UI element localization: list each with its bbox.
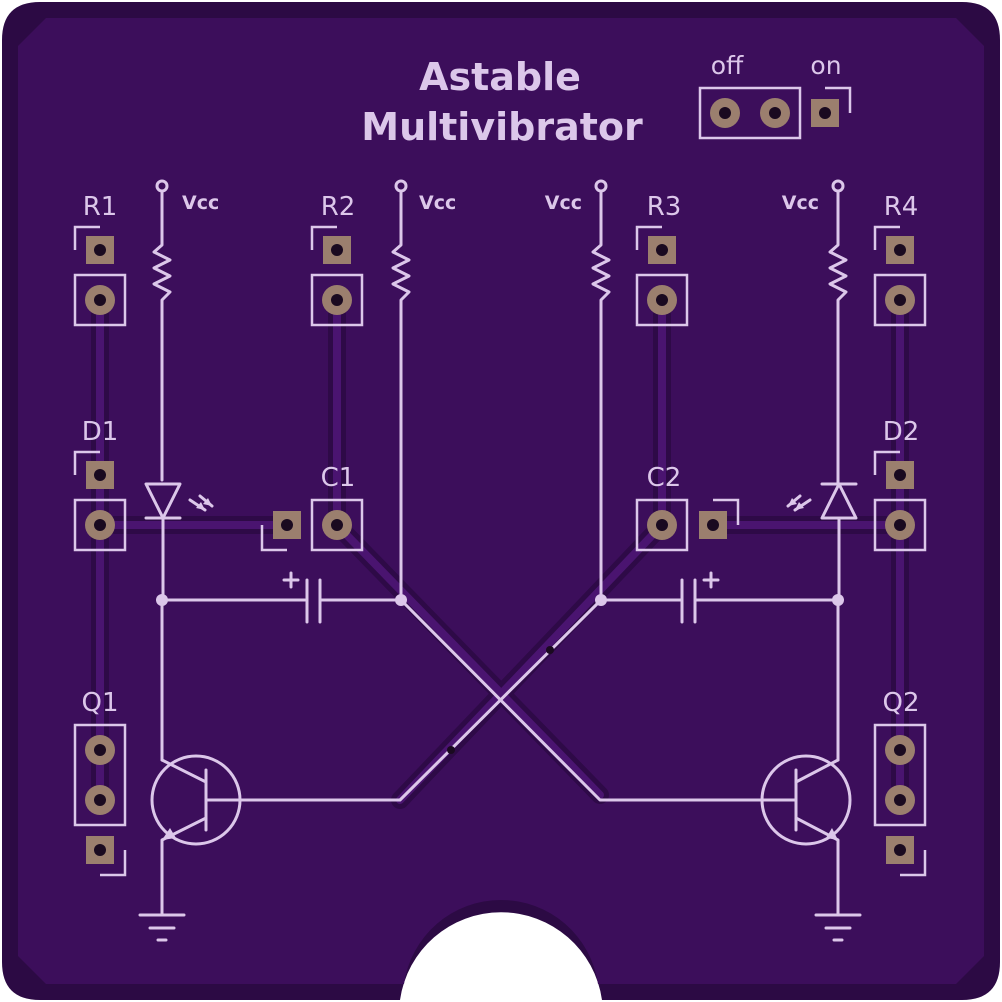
ref-r4: R4: [884, 192, 919, 222]
footprint-outlines: [73, 86, 927, 877]
square-pad-holes: [94, 107, 906, 856]
ref-r3: R3: [647, 192, 682, 222]
switch-label-off: off: [711, 51, 744, 80]
ref-q1: Q1: [81, 688, 118, 718]
board-title-line2: Multivibrator: [361, 105, 643, 149]
ref-c1: C1: [321, 463, 356, 493]
silk-arrows: [162, 498, 838, 840]
ref-c2: C2: [647, 463, 682, 493]
junction-dots: [156, 594, 844, 606]
vcc-label-1: Vcc: [182, 192, 219, 214]
vcc-label-3: Vcc: [545, 192, 582, 214]
ref-r2: R2: [321, 192, 356, 222]
silk-schematic: [138, 179, 862, 942]
switch-label-on: on: [810, 51, 841, 80]
ref-q2: Q2: [882, 688, 919, 718]
vcc-label-4: Vcc: [782, 192, 819, 214]
ref-d2: D2: [883, 417, 920, 447]
ref-r1: R1: [83, 192, 118, 222]
vcc-label-2: Vcc: [419, 192, 456, 214]
board-substrate: [18, 18, 984, 984]
vias: [447, 646, 554, 754]
round-pad-holes: [94, 107, 906, 806]
board-title-line1: Astable: [419, 55, 581, 99]
ref-d1: D1: [82, 417, 119, 447]
